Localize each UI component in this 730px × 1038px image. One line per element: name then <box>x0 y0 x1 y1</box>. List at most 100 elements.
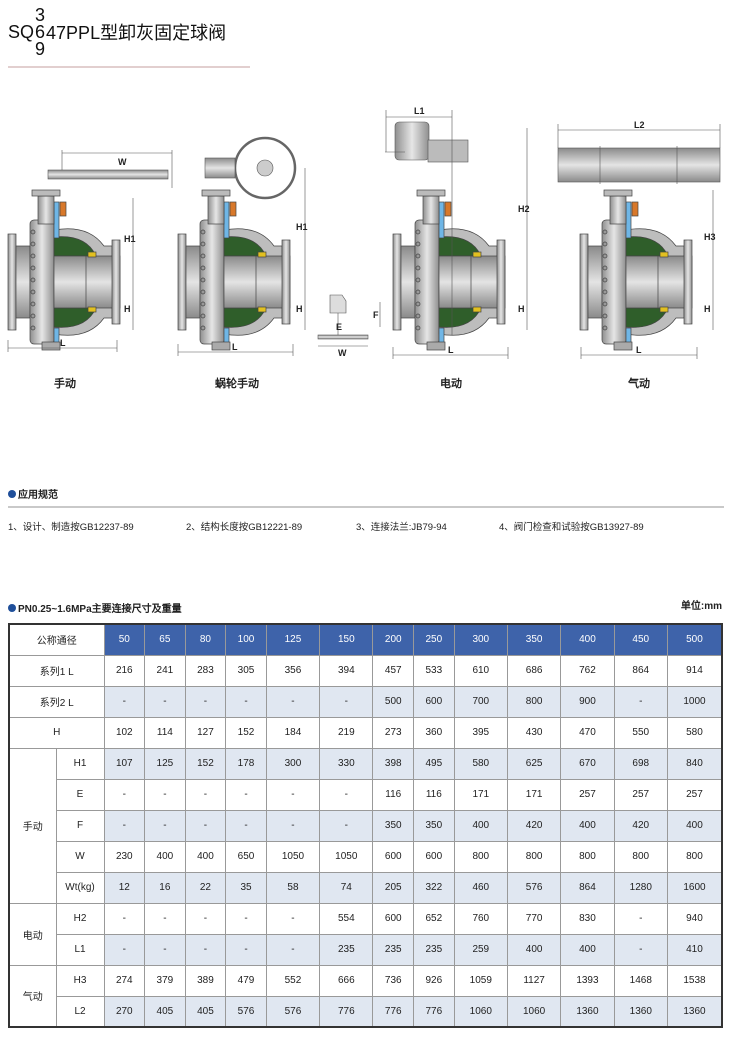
dim-label-h-electric: H <box>518 304 525 314</box>
table-cell: 776 <box>413 995 455 1028</box>
dim-label-w: W <box>118 157 127 167</box>
table-cell: 760 <box>453 902 508 935</box>
table-cell: - <box>225 685 267 718</box>
table-cell: 410 <box>666 933 723 966</box>
valve-diagrams: W H1 H L H1 H L E F W L1 H2 H L L2 H3 H … <box>7 106 721 359</box>
table-cell: 600 <box>413 685 455 718</box>
dim-label-h-pneumatic: H <box>704 304 711 314</box>
table-cell: 1393 <box>560 964 615 997</box>
table-cell: 1360 <box>560 995 615 1028</box>
table-cell: - <box>225 902 267 935</box>
table-cell: 686 <box>506 654 562 687</box>
table-cell: 219 <box>319 716 374 749</box>
table-cell: 178 <box>225 747 267 780</box>
table-cell: - <box>144 902 186 935</box>
table-cell: 241 <box>144 654 186 687</box>
variant-9: 9 <box>35 38 46 59</box>
title-suffix: 47PPL型卸灰固定球阀 <box>46 23 227 43</box>
table-cell: 35 <box>225 871 267 904</box>
table-cell: 864 <box>613 654 668 687</box>
caption-worm-gear: 蜗轮手动 <box>215 378 259 390</box>
table-cell: 840 <box>666 747 723 780</box>
dim-label-l1: L1 <box>414 106 425 116</box>
table-cell: 479 <box>225 964 267 997</box>
table-cell: 259 <box>453 933 508 966</box>
table-cell: 16 <box>144 871 186 904</box>
row-group-label: 气动 <box>8 964 57 1028</box>
table-cell: 666 <box>319 964 374 997</box>
header-label: 公称通径 <box>8 623 105 656</box>
variant-3: 3 <box>35 4 46 25</box>
table-cell: 107 <box>103 747 146 780</box>
table-cell: - <box>184 933 227 966</box>
table-cell: 650 <box>225 840 267 873</box>
table-cell: - <box>144 933 186 966</box>
standard-item: 2、结构长度按GB12221-89 <box>186 522 303 533</box>
table-cell: 184 <box>265 716 321 749</box>
row-label: F <box>55 809 105 842</box>
unit-label: 单位:mm <box>680 601 722 612</box>
table-cell: - <box>265 685 321 718</box>
table-cell: 405 <box>184 995 227 1028</box>
table-cell: 1127 <box>506 964 562 997</box>
table-cell: 152 <box>225 716 267 749</box>
header-size: 250 <box>413 623 455 656</box>
dim-label-w-detail: W <box>338 348 347 358</box>
table-cell: 800 <box>560 840 615 873</box>
section-divider <box>8 506 724 508</box>
table-cell: 495 <box>413 747 455 780</box>
table-cell: 552 <box>265 964 321 997</box>
table-cell: 270 <box>103 995 146 1028</box>
table-cell: 830 <box>560 902 615 935</box>
table-cell: 360 <box>413 716 455 749</box>
table-cell: 274 <box>103 964 146 997</box>
table-cell: 400 <box>560 809 615 842</box>
table-cell: 305 <box>225 654 267 687</box>
bullet-icon <box>8 489 16 498</box>
variant-6: 6 <box>35 21 46 42</box>
header-size: 400 <box>560 623 615 656</box>
dim-label-h-worm: H <box>296 304 303 314</box>
table-cell: 235 <box>413 933 455 966</box>
title-divider <box>8 66 250 68</box>
table-cell: 330 <box>319 747 374 780</box>
dim-label-l-electric: L <box>448 345 454 355</box>
table-cell: 74 <box>319 871 374 904</box>
table-cell: 1360 <box>613 995 668 1028</box>
dim-label-e: E <box>336 322 342 332</box>
row-group-label: 电动 <box>8 902 57 966</box>
table-cell: 1280 <box>613 871 668 904</box>
table-cell: - <box>319 809 374 842</box>
title-prefix: SQ <box>8 21 35 42</box>
table-cell: 1060 <box>506 995 562 1028</box>
table-cell: 762 <box>560 654 615 687</box>
row-group-label: 手动 <box>8 747 57 904</box>
table-cell: 322 <box>413 871 455 904</box>
table-cell: - <box>144 809 186 842</box>
row-label: W <box>55 840 105 873</box>
table-cell: - <box>265 778 321 811</box>
table-cell: - <box>225 809 267 842</box>
table-cell: 171 <box>453 778 508 811</box>
table-cell: 776 <box>319 995 374 1028</box>
table-cell: 171 <box>506 778 562 811</box>
row-label: 系列2 L <box>8 685 105 718</box>
header-size: 125 <box>265 623 321 656</box>
table-cell: - <box>144 778 186 811</box>
table-cell: - <box>319 685 374 718</box>
table-cell: 394 <box>319 654 374 687</box>
table-cell: 550 <box>613 716 668 749</box>
table-cell: 580 <box>666 716 723 749</box>
header-size: 200 <box>372 623 415 656</box>
row-label: H <box>8 716 105 749</box>
table-cell: - <box>184 809 227 842</box>
